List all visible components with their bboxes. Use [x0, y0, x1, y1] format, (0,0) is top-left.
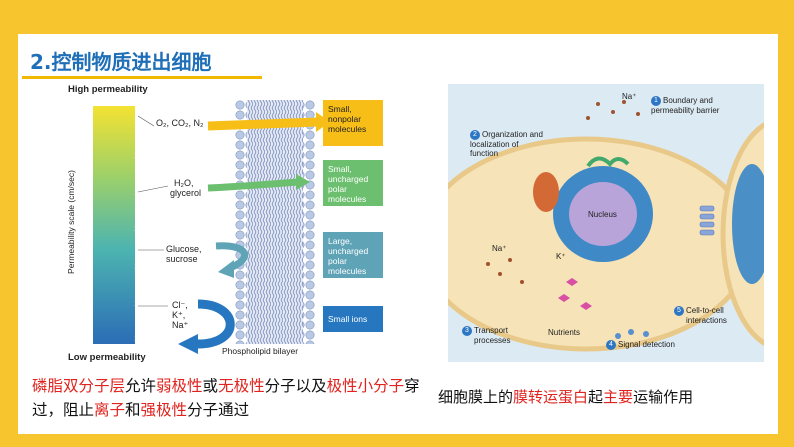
caption-highlight: 强极性 — [140, 401, 188, 419]
box-small-ions: Small ions — [323, 306, 383, 332]
number-badge: 1 — [651, 96, 661, 106]
caption-highlight: 膜转运蛋白 — [513, 388, 589, 406]
bilayer-label: Phospholipid bilayer — [222, 346, 299, 356]
permeability-arrows — [137, 112, 330, 354]
molecule-label-cl: Cl⁻, — [172, 300, 188, 310]
tick-label: 10⁰ — [134, 116, 147, 125]
caption-highlight: 磷脂双分子层 — [32, 377, 126, 395]
caption-text: 细胞膜上的 — [438, 388, 514, 406]
tick-label: 10⁻⁶ — [134, 224, 151, 233]
caption-text: 运输作用 — [633, 388, 694, 406]
high-permeability-label: High permeability — [68, 84, 148, 95]
nutrients-label: Nutrients — [548, 328, 581, 337]
caption-highlight: 离子 — [94, 401, 126, 419]
caption-text: 允许 — [125, 377, 157, 395]
caption-text: 和 — [125, 401, 141, 419]
caption-text: 或 — [202, 377, 219, 395]
label-text: localization of — [470, 140, 519, 149]
number-badge: 2 — [470, 130, 480, 140]
caption-highlight: 弱极性 — [156, 377, 203, 395]
caption-text: 穿过，阻止 — [32, 377, 420, 419]
caption-highlight: 主要 — [603, 388, 634, 406]
label-text: function — [470, 149, 499, 158]
title-underline — [22, 76, 262, 79]
tick-label: 10⁻⁴ — [134, 188, 151, 197]
permeability-figure: High permeability 10⁰ 10⁻² 10⁻⁴ 10⁻⁶ 10⁻… — [58, 82, 403, 367]
na-left-label: Na⁺ — [492, 244, 507, 253]
number-badge: 4 — [606, 340, 616, 350]
box-large-uncharged-polar: Large, uncharged polar molecules — [323, 232, 383, 278]
molecule-label-glucose: Glucose, — [166, 244, 202, 254]
label-text: interactions — [686, 316, 727, 325]
label-text: Signal detection — [618, 340, 675, 349]
number-badge: 3 — [462, 326, 472, 336]
molecule-label-h2o: H₂O, — [174, 178, 194, 188]
caption-transport-proteins: 细胞膜上的膜转运蛋白起主要运输作用 — [438, 386, 693, 407]
na-top-label: Na⁺ — [622, 92, 637, 101]
caption-text: 起 — [588, 388, 604, 406]
molecule-label-na: Na⁺ — [172, 320, 189, 330]
tick-label: 10⁻⁸ — [134, 262, 151, 271]
label-text: Organization and — [482, 130, 543, 139]
box-small-nonpolar: Small, nonpolar molecules — [323, 100, 383, 146]
label-text: processes — [474, 336, 511, 345]
k-left-label: K⁺ — [556, 252, 566, 261]
tick-label: 10⁻¹⁰ — [134, 299, 153, 308]
tick-label: 10⁻¹² — [134, 334, 153, 343]
molecule-label-k: K⁺, — [172, 310, 186, 320]
low-permeability-label: Low permeability — [68, 352, 146, 363]
molecule-label-sucrose: sucrose — [166, 254, 198, 264]
box-small-uncharged-polar: Small, uncharged polar molecules — [323, 160, 383, 206]
caption-highlight: 极性小分子 — [326, 377, 405, 395]
label-text: permeability barrier — [651, 106, 720, 115]
cell-illustration — [448, 100, 764, 352]
caption-text: 分子通过 — [187, 401, 250, 419]
tick-label: 10⁻² — [134, 151, 150, 160]
caption-text: 分子以及 — [264, 377, 327, 395]
page-title: 2.控制物质进出细胞 — [30, 50, 212, 74]
caption-bilayer: 磷脂双分子层允许弱极性或无极性分子以及极性小分子穿过，阻止离子和强极性分子通过 — [32, 374, 432, 422]
nucleus-label: Nucleus — [588, 210, 617, 219]
permeability-gradient-bar: 10⁰ 10⁻² 10⁻⁴ 10⁻⁶ 10⁻⁸ 10⁻¹⁰ 10⁻¹² — [93, 106, 153, 344]
phospholipid-bilayer-illustration — [235, 100, 315, 344]
caption-highlight: 无极性 — [218, 377, 265, 395]
molecule-label-o2: O₂, CO₂, N₂ — [156, 118, 204, 128]
label-text: Boundary and — [663, 96, 713, 105]
label-text: Transport — [474, 326, 508, 335]
molecule-label-glycerol: glycerol — [170, 188, 202, 198]
label-text: Cell-to-cell — [686, 306, 724, 315]
number-badge: 5 — [674, 306, 684, 316]
